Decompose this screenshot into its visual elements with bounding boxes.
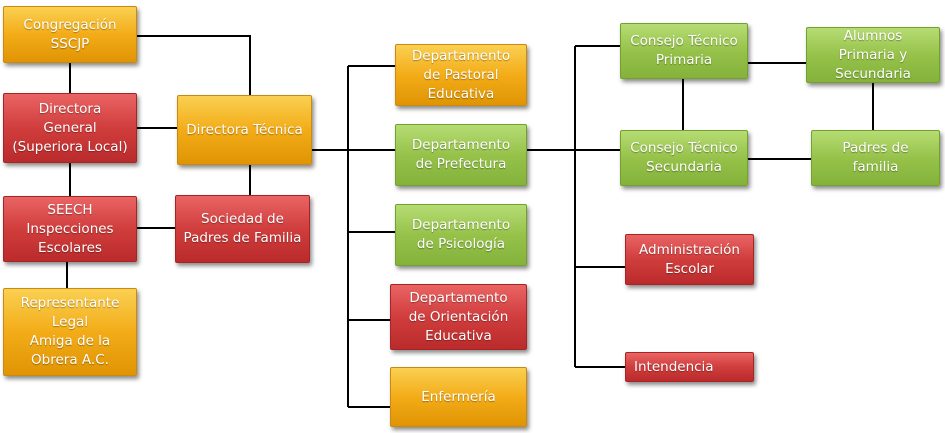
node-orientacion: Departamento de Orientación Educativa: [390, 284, 527, 350]
node-enfermeria: Enfermería: [390, 367, 527, 427]
node-pastoral: Departamento de Pastoral Educativa: [395, 44, 527, 106]
node-alumnos: Alumnos Primaria y Secundaria: [806, 27, 940, 83]
node-representante: Representante Legal Amiga de la Obrera A…: [3, 288, 137, 376]
node-directora-tecnica: Directora Técnica: [177, 95, 312, 165]
node-prefectura: Departamento de Prefectura: [395, 124, 527, 186]
node-psicologia: Departamento de Psicología: [395, 204, 527, 266]
node-padres-familia: Padres de familia: [811, 130, 940, 186]
node-administracion: Administración Escolar: [625, 234, 754, 285]
node-directora-general: Directora General (Superiora Local): [3, 93, 137, 163]
node-consejo-secundaria: Consejo Técnico Secundaria: [620, 130, 748, 186]
node-consejo-primaria: Consejo Técnico Primaria: [620, 23, 748, 79]
connector-congregacion-directora-tecnica: [137, 35, 251, 95]
node-sociedad-padres: Sociedad de Padres de Familia: [175, 195, 310, 263]
node-seech: SEECH Inspecciones Escolares: [3, 196, 137, 262]
node-intendencia: Intendencia: [625, 352, 754, 382]
node-congregacion: Congregación SSCJP: [3, 6, 137, 63]
